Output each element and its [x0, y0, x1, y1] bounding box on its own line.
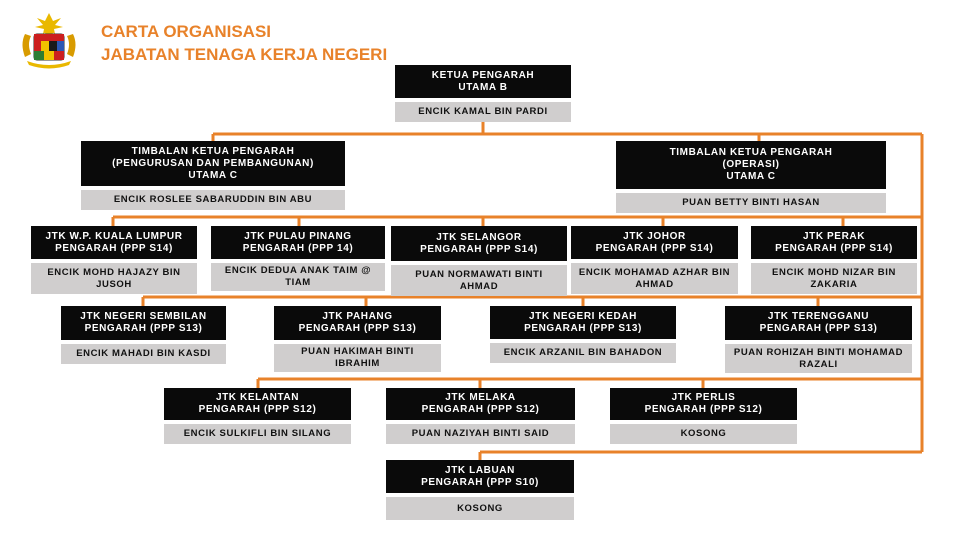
- position-title-line: KETUA PENGARAH: [431, 69, 535, 81]
- position-title-line: PENGARAH (PPP S13): [298, 323, 417, 334]
- officer-name: ENCIK DEDUA ANAK TAIM @ TIAM: [211, 263, 385, 291]
- position-title-line: JTK LABUAN: [445, 464, 515, 476]
- officer-name: ENCIK KAMAL BIN PARDI: [395, 102, 571, 122]
- position-title-line: PENGARAH (PPP S13): [759, 323, 878, 334]
- position-title-line: PENGARAH (PPP S10): [421, 476, 539, 488]
- position-title-line: JTK TERENGGANU: [767, 311, 870, 322]
- officer-name: ENCIK MAHADI BIN KASDI: [61, 344, 226, 364]
- position-title-line: UTAMA C: [726, 171, 776, 182]
- position-title-line: PENGARAH (PPP S13): [84, 323, 203, 334]
- position-title-line: JTK W.P. KUALA LUMPUR: [45, 230, 183, 242]
- officer-name: PUAN ROHIZAH BINTI MOHAMAD RAZALI: [725, 344, 912, 373]
- position-title-line: JTK MELAKA: [445, 392, 516, 403]
- officer-name: ENCIK SULKIFLI BIN SILANG: [164, 424, 351, 444]
- position-title-line: (OPERASI): [722, 159, 780, 170]
- officer-name: KOSONG: [610, 424, 797, 444]
- officer-name: ENCIK MOHD NIZAR BIN ZAKARIA: [751, 263, 917, 294]
- position-title-line: PENGARAH (PPP S14): [420, 243, 538, 255]
- deputy-director-box: TIMBALAN KETUA PENGARAH(PENGURUSAN DAN P…: [81, 141, 345, 210]
- position-title-line: PENGARAH (PPP 14): [242, 242, 354, 254]
- position-title-line: JTK PULAU PINANG: [244, 230, 352, 242]
- position-title-line: JTK PAHANG: [322, 311, 393, 322]
- officer-name: KOSONG: [386, 497, 574, 520]
- position-title-line: JTK PERAK: [802, 230, 866, 242]
- position-title-line: PENGARAH (PPP S12): [421, 404, 540, 415]
- position-title-line: JTK JOHOR: [623, 230, 686, 242]
- position-title-line: JTK SELANGOR: [436, 231, 522, 243]
- position-title: TIMBALAN KETUA PENGARAH(OPERASI)UTAMA C: [616, 141, 886, 189]
- malaysia-coat-of-arms-icon: [22, 13, 76, 69]
- position-title-line: TIMBALAN KETUA PENGARAH: [131, 145, 295, 157]
- position-title-line: UTAMA B: [458, 81, 508, 93]
- position-title-line: PENGARAH (PPP S14): [595, 242, 714, 254]
- position-title-line: PENGARAH (PPP S14): [55, 242, 173, 254]
- position-title-line: UTAMA C: [188, 169, 238, 181]
- officer-name: ENCIK ROSLEE SABARUDDIN BIN ABU: [81, 190, 345, 210]
- officer-name: ENCIK MOHAMAD AZHAR BIN AHMAD: [571, 263, 738, 294]
- officer-name: ENCIK ARZANIL BIN BAHADON: [490, 343, 676, 363]
- position-title-line: PENGARAH (PPP S12): [644, 404, 763, 415]
- position-title-line: (PENGURUSAN DAN PEMBANGUNAN): [112, 157, 314, 169]
- position-title-line: JTK NEGERI SEMBILAN: [80, 311, 207, 322]
- position-title-line: PENGARAH (PPP S12): [198, 404, 317, 415]
- officer-name: PUAN BETTY BINTI HASAN: [616, 193, 886, 213]
- position-title-line: TIMBALAN KETUA PENGARAH: [669, 147, 833, 158]
- position-title-line: JTK NEGERI KEDAH: [529, 310, 637, 322]
- officer-name: ENCIK MOHD HAJAZY BIN JUSOH: [31, 263, 197, 294]
- deputy-director-box: TIMBALAN KETUA PENGARAH(OPERASI)UTAMA C P…: [616, 141, 886, 213]
- position-title-line: JTK PERLIS: [671, 392, 736, 403]
- officer-name: PUAN NAZIYAH BINTI SAID: [386, 424, 575, 444]
- position-title-line: PENGARAH (PPP S14): [775, 242, 893, 254]
- officer-name: PUAN NORMAWATI BINTI AHMAD: [391, 265, 567, 296]
- chart-title-line-2: JABATAN TENAGA KERJA NEGERI: [101, 45, 388, 64]
- position-title-line: JTK KELANTAN: [215, 392, 300, 403]
- position-title-line: PENGARAH (PPP S13): [524, 322, 642, 334]
- position-title: TIMBALAN KETUA PENGARAH(PENGURUSAN DAN P…: [81, 141, 345, 186]
- chart-title-line-1: CARTA ORGANISASI: [101, 22, 271, 41]
- officer-name: PUAN HAKIMAH BINTI IBRAHIM: [274, 344, 441, 372]
